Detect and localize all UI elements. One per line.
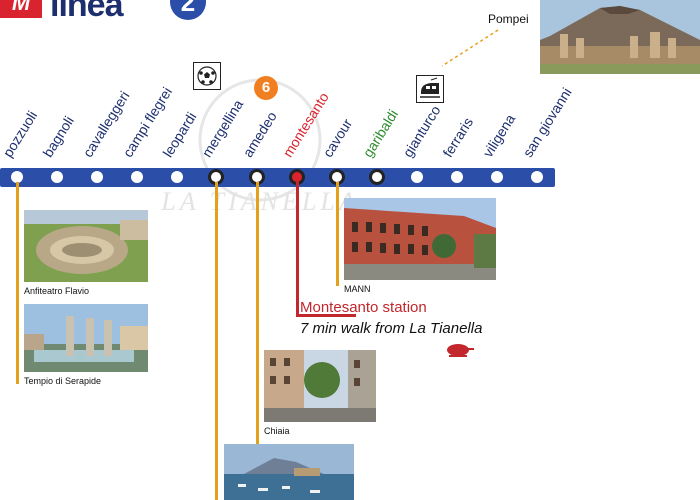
connector-montesanto-underline — [296, 314, 356, 317]
station-label-viligena: viligena — [479, 111, 519, 160]
mergellina-bay-photo — [224, 444, 354, 500]
anfiteatro-caption: Anfiteatro Flavio — [24, 286, 90, 296]
line-title: linea — [50, 0, 123, 24]
football-icon — [193, 62, 221, 90]
anfiteatro-photo — [24, 210, 148, 282]
connector-amedeo — [256, 182, 259, 444]
pompei-label: Pompei — [488, 12, 529, 26]
chiaia-photo — [264, 350, 376, 422]
connector-mergellina — [215, 182, 218, 500]
station-dot-gianturco — [411, 171, 423, 183]
station-dot-san-giovanni — [531, 171, 543, 183]
la-tianella-logo-icon — [444, 340, 474, 363]
station-dot-bagnoli — [51, 171, 63, 183]
bus-6-badge: 6 — [254, 76, 278, 100]
station-dot-pozzuoli — [11, 171, 23, 183]
station-dot-ferraris — [451, 171, 463, 183]
mann-photo — [344, 198, 496, 280]
station-label-ferraris: ferraris — [439, 114, 477, 160]
station-dot-campi-flegrei — [131, 171, 143, 183]
line-number-badge: 2 — [170, 0, 206, 20]
station-dot-garibaldi — [369, 169, 385, 185]
mann-caption: MANN — [344, 284, 371, 294]
metro-line-bar — [0, 168, 555, 187]
metro-logo-mark: M — [0, 0, 42, 18]
station-label-bagnoli: bagnoli — [39, 113, 77, 160]
connector-montesanto — [296, 182, 299, 317]
station-dot-leopardi — [171, 171, 183, 183]
connector-cavour — [336, 182, 339, 286]
pompei-connector — [441, 29, 499, 67]
station-label-gianturco: gianturco — [399, 102, 444, 160]
pompei-photo — [540, 0, 700, 74]
montesanto-walk-note: 7 min walk from La Tianella — [300, 320, 483, 337]
serapide-photo — [24, 304, 148, 372]
watermark-text: LA TIANELLA — [160, 187, 358, 216]
station-label-san-giovanni: san giovanni — [519, 84, 575, 160]
metro-train-icon — [416, 75, 444, 103]
station-dot-cavalleggeri — [91, 171, 103, 183]
chiaia-caption: Chiaia — [264, 426, 290, 436]
station-dot-viligena — [491, 171, 503, 183]
montesanto-station-title: Montesanto station — [300, 299, 427, 316]
station-label-pozzuoli: pozzuoli — [0, 107, 41, 160]
serapide-caption: Tempio di Serapide — [24, 376, 102, 386]
connector-pozzuoli — [16, 182, 19, 384]
